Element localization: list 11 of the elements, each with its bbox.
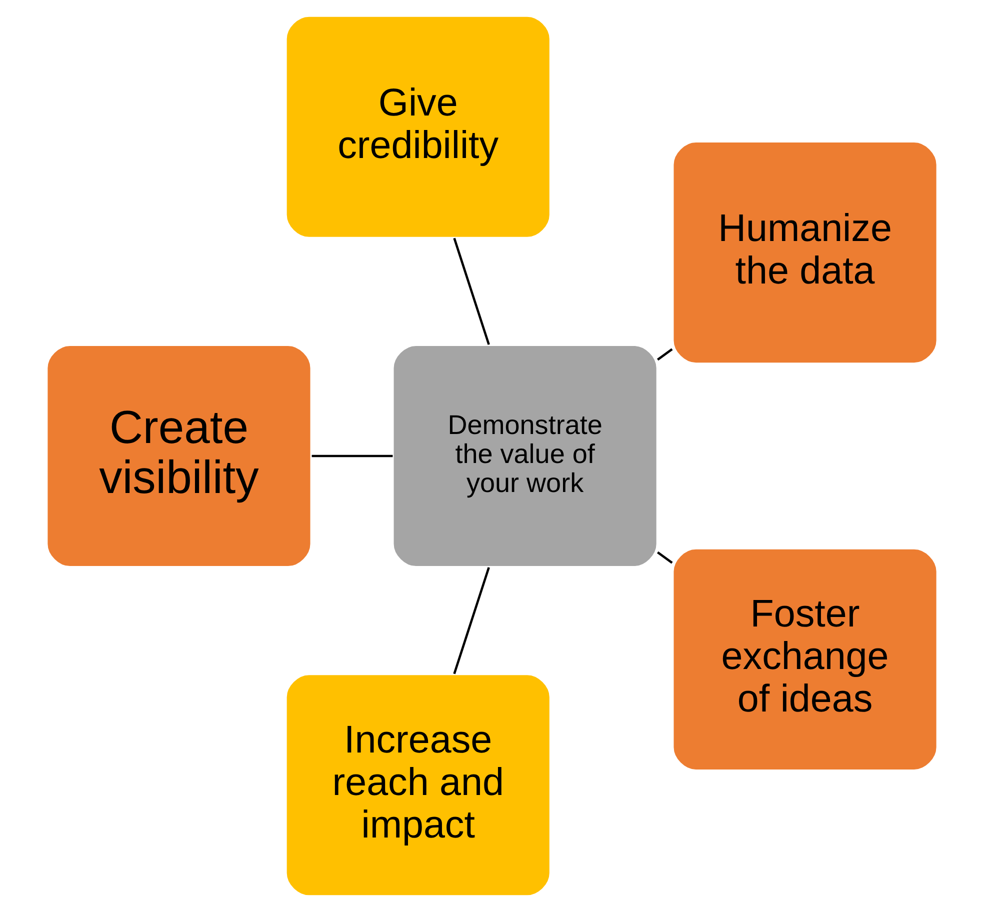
connector: [453, 567, 490, 674]
node-box: Foster exchange of ideas: [672, 547, 938, 772]
node-box: Demonstrate the value of your work: [392, 344, 658, 568]
node-box: Increase reach and impact: [284, 673, 552, 898]
node-box: Give credibility: [284, 14, 552, 239]
connector: [453, 238, 490, 345]
connector: [656, 348, 673, 361]
connector: [656, 551, 673, 564]
connector: [312, 454, 393, 458]
node-box: Create visibility: [46, 344, 312, 568]
node-box: Humanize the data: [672, 140, 938, 365]
